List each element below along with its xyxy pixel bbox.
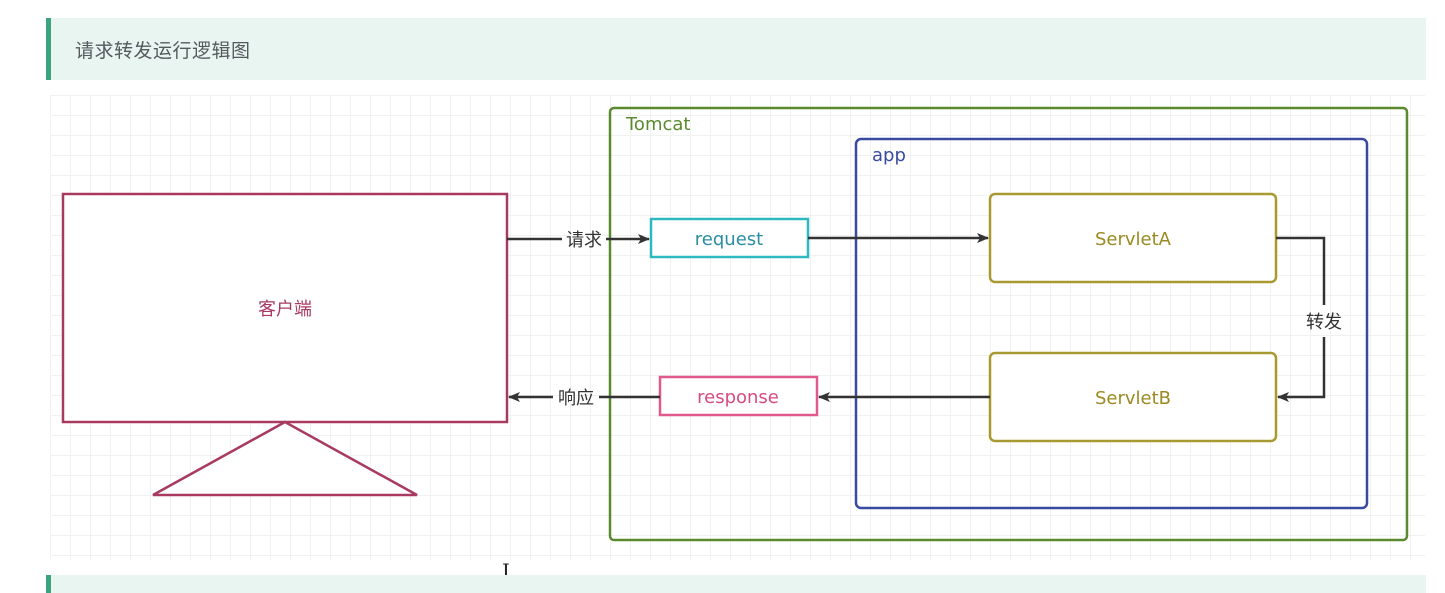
client-screen [61, 192, 509, 424]
section-heading: 请求转发运行逻辑图 [46, 18, 1426, 80]
client-label: 客户端 [258, 299, 312, 320]
edge-forward-label: 转发 [1306, 312, 1342, 333]
edge-response-label: 响应 [558, 388, 594, 409]
app-label: app [872, 145, 906, 166]
tomcat-box [608, 106, 1409, 542]
client-stand [152, 420, 418, 497]
servlet-a-node: ServletA [988, 192, 1278, 284]
servlet-a-label: ServletA [1095, 229, 1172, 250]
app-box [854, 137, 1369, 510]
edge-forward: 转发 [1276, 236, 1342, 402]
servlet-b-node: ServletB [988, 351, 1278, 443]
response-box [658, 375, 819, 417]
app-container: app [854, 137, 1369, 510]
text-cursor-icon: I [502, 559, 510, 583]
request-node: request [649, 217, 810, 259]
tomcat-label: Tomcat [625, 114, 690, 135]
edge-client-to-request: 请求 [507, 230, 650, 251]
request-label: request [695, 229, 763, 250]
edge-forward-line-bottom [1277, 337, 1326, 402]
tomcat-container: Tomcat [608, 106, 1409, 542]
edge-request-label: 请求 [566, 230, 602, 251]
next-section-heading [46, 575, 1426, 593]
response-label: response [697, 387, 779, 408]
edge-response-to-client: 响应 [508, 388, 660, 409]
client-monitor: 客户端 [61, 192, 509, 497]
edge-forward-line-top [1276, 236, 1326, 305]
servlet-b-label: ServletB [1095, 388, 1171, 409]
response-node: response [658, 375, 819, 417]
section-title: 请求转发运行逻辑图 [75, 40, 251, 62]
